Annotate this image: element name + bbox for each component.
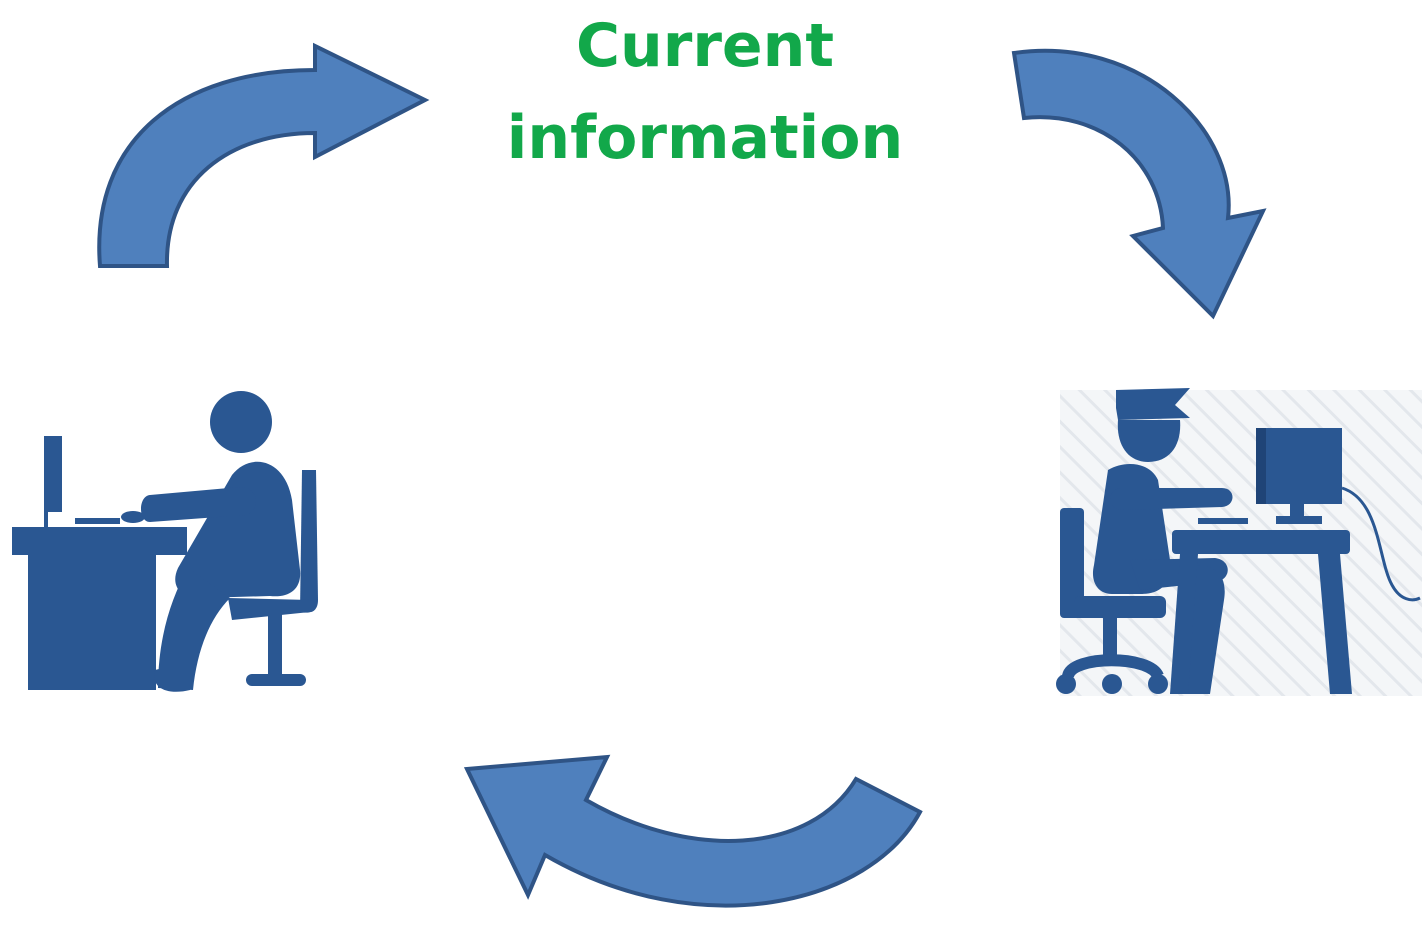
cycle-arrow-bottom: [463, 754, 923, 908]
current-information-label: Current information: [470, 0, 940, 184]
office-worker-at-desk-icon: [12, 391, 318, 692]
cycle-arrow-top-right: [1011, 48, 1267, 320]
label-line-2: information: [506, 103, 904, 173]
police-officer-at-computer-icon: [1056, 388, 1422, 696]
label-line-1: Current: [575, 11, 835, 81]
cycle-arrow-top-left: [97, 42, 430, 268]
